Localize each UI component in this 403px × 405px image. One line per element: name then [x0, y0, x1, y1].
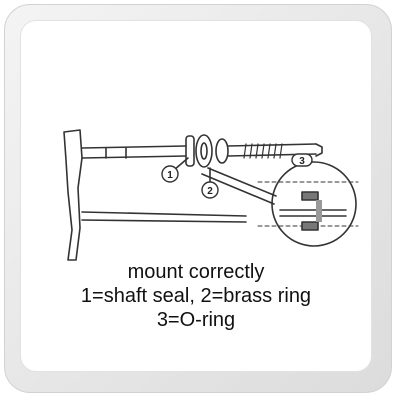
callout-2-label: 2 — [207, 186, 213, 197]
callout-1 — [161, 165, 179, 183]
caption-line-1: mount correctly — [127, 261, 265, 283]
caption-line-2: 1=shaft seal, 2=brass ring — [80, 285, 312, 307]
callout-3 — [291, 153, 313, 167]
callout-3-label: 3 — [299, 156, 305, 167]
lower-rod — [81, 211, 247, 223]
caption-line-3: 3=O-ring — [156, 309, 236, 331]
assembly-diagram: 1 2 3 — [63, 129, 359, 261]
detail-circle — [271, 161, 357, 247]
caption: mount correctly 1=shaft seal, 2=brass ri… — [20, 260, 372, 332]
shaft-seal — [185, 135, 195, 167]
brass-ring — [195, 134, 213, 168]
callout-2 — [201, 181, 219, 199]
o-ring — [315, 143, 323, 157]
callout-1-label: 1 — [167, 170, 173, 181]
upper-shaft — [81, 145, 187, 159]
tool-head — [63, 129, 83, 261]
